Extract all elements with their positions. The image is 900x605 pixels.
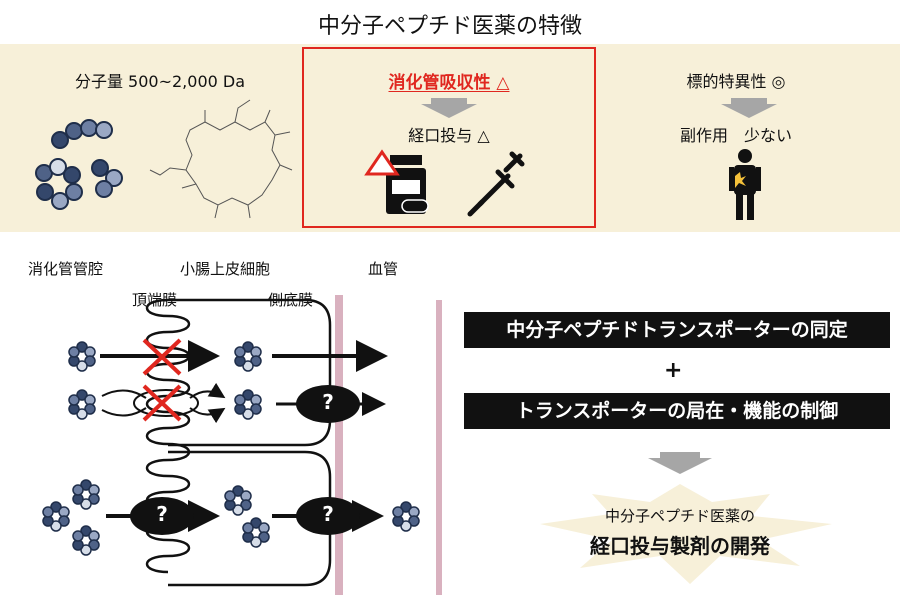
cyclic-peptide-structure-icon bbox=[149, 99, 293, 219]
plus-sign: + bbox=[664, 358, 683, 383]
divider-bar bbox=[436, 300, 442, 595]
specificity-label: 標的特異性 ◎ bbox=[686, 72, 786, 91]
tight-junction bbox=[133, 389, 199, 417]
person-icon bbox=[729, 149, 761, 220]
paracellular-arrows bbox=[101, 382, 226, 424]
peptide-chain-icon bbox=[35, 119, 123, 210]
blood-vessel-label: 血管 bbox=[368, 260, 399, 278]
molecular-weight-label: 分子量 500~2,000 Da bbox=[74, 72, 246, 91]
absorption-highlight-box bbox=[302, 47, 596, 228]
peptide-clusters bbox=[42, 341, 420, 556]
cell-outline-top bbox=[168, 298, 332, 447]
oral-administration-label: 経口投与 △ bbox=[408, 126, 490, 145]
syringe-icon bbox=[467, 151, 525, 217]
epithelial-cell-label: 小腸上皮細胞 bbox=[180, 260, 271, 278]
unknown-transporter-label-3: ? bbox=[322, 502, 334, 526]
unknown-transporter-icons bbox=[130, 385, 360, 535]
goal-line-2: 経口投与製剤の開発 bbox=[590, 534, 770, 558]
unknown-transporter-label-1: ? bbox=[322, 390, 334, 414]
down-arrows bbox=[421, 98, 777, 474]
apical-membrane-label: 頂端膜 bbox=[132, 291, 178, 309]
unknown-transporter-label-2: ? bbox=[156, 502, 168, 526]
blocked-marks bbox=[142, 338, 182, 422]
blood-vessel-bar bbox=[335, 295, 343, 595]
goal-line-1: 中分子ペプチド医薬の bbox=[604, 507, 755, 525]
side-effects-label: 副作用 少ない bbox=[679, 126, 792, 145]
transporter-identification-box: 中分子ペプチドトランスポーターの同定 bbox=[464, 312, 890, 348]
transporter-control-box: トランスポーターの局在・機能の制御 bbox=[464, 393, 890, 429]
medicine-bottle-icon bbox=[364, 149, 429, 214]
lumen-label: 消化管管腔 bbox=[28, 260, 104, 278]
absorption-label: 消化管吸収性 △ bbox=[388, 73, 510, 93]
goal-starburst bbox=[540, 484, 832, 584]
page-title: 中分子ペプチド医薬の特徴 bbox=[317, 14, 582, 39]
